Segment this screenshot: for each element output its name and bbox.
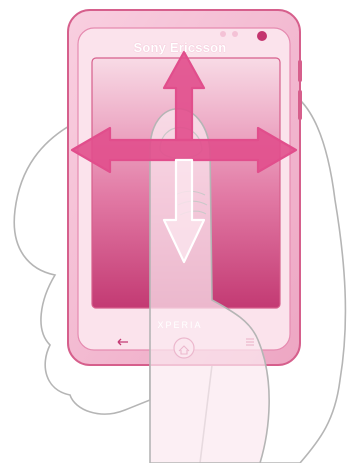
front-camera <box>257 31 267 41</box>
side-button <box>298 90 302 120</box>
sensor-dot <box>232 31 238 37</box>
brand-logo: Sony Ericsson <box>120 40 240 55</box>
sensor-dot <box>220 31 226 37</box>
side-button <box>298 60 302 82</box>
model-logo: XPERIA <box>140 320 220 330</box>
